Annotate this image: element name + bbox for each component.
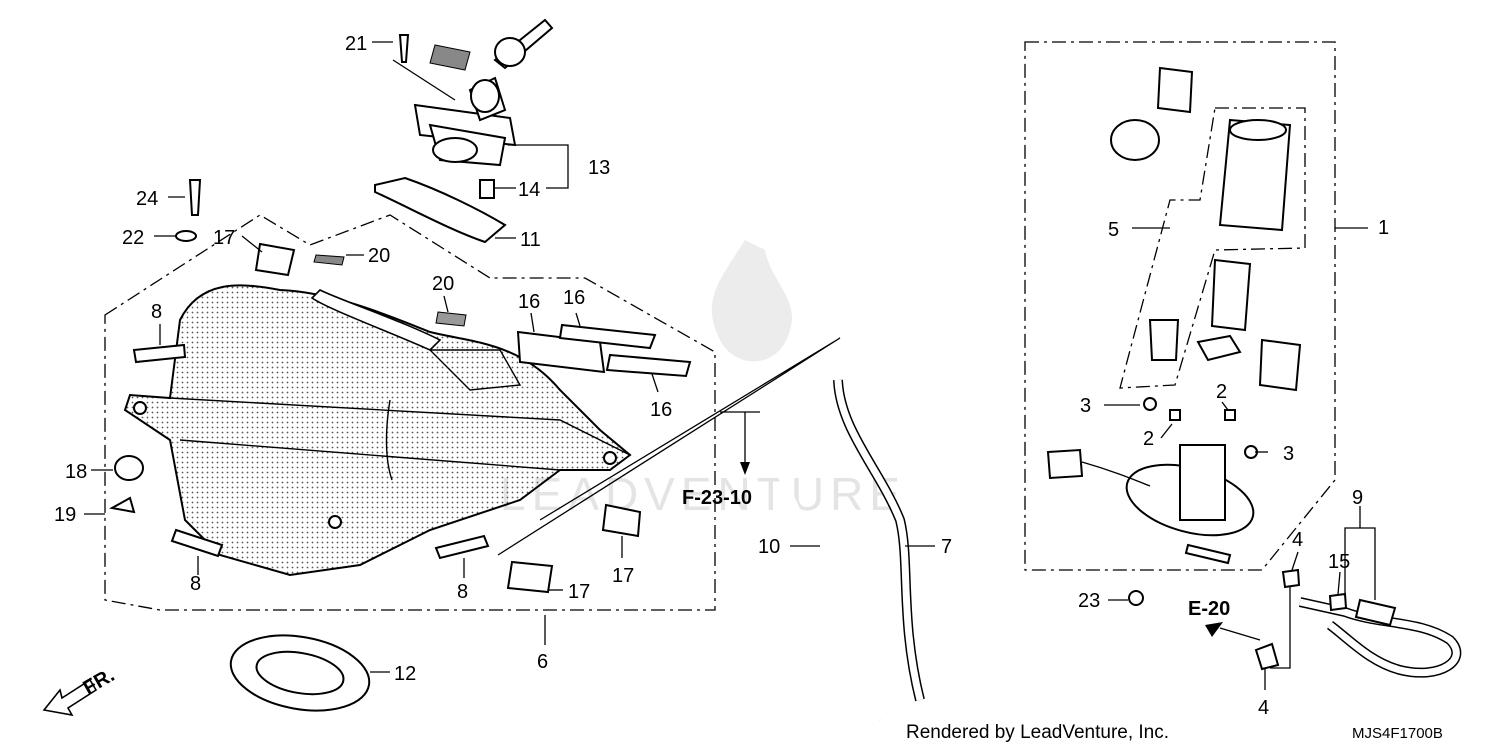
callout-7: 7 [941, 536, 952, 558]
pad-17-top [254, 242, 296, 277]
ref-f-23-10: F-23-10 [682, 487, 752, 509]
leader-lines [84, 41, 1376, 690]
hoses [764, 379, 925, 722]
callout-8-upper: 8 [151, 301, 162, 323]
callout-8-lower-right: 8 [457, 581, 468, 603]
callout-22: 22 [122, 227, 144, 249]
callout-4-lower: 4 [1258, 697, 1269, 719]
callout-17-right: 17 [612, 565, 634, 587]
feed-hose-assembly [1298, 592, 1462, 678]
clip-2-right [1224, 409, 1236, 421]
pump-subgroup-boundary [1119, 107, 1306, 389]
callout-20-top: 20 [368, 245, 390, 267]
clip-2-left [1169, 409, 1181, 421]
callout-11: 11 [520, 229, 541, 251]
callout-13: 13 [588, 157, 610, 179]
callout-4-upper: 4 [1292, 529, 1303, 551]
credit-text: Rendered by LeadVenture, Inc. [906, 722, 1169, 743]
rubber-8-upper [132, 343, 187, 364]
callout-8-lower-left: 8 [190, 573, 201, 595]
callout-18: 18 [65, 461, 87, 483]
tank-gasket-12 [229, 634, 371, 712]
callout-17-top: 17 [213, 227, 235, 249]
fuel-cap-assembly [413, 18, 554, 167]
callout-5: 5 [1108, 219, 1119, 241]
callout-16-top: 16 [563, 287, 585, 309]
callout-16-left: 16 [518, 291, 540, 313]
pump-group-boundary [1024, 41, 1336, 571]
callout-19: 19 [54, 504, 76, 526]
hose-routing-lines [497, 337, 841, 556]
callout-17-bottom: 17 [568, 581, 590, 603]
callout-2-right: 2 [1216, 381, 1227, 403]
callout-2-left: 2 [1143, 428, 1154, 450]
rubber-8-lower-right [434, 534, 490, 560]
cap-gasket [374, 176, 507, 244]
callout-9: 9 [1352, 487, 1363, 509]
fuel-pump-unit [1046, 66, 1302, 565]
bolt-21 [398, 34, 410, 63]
rubber-8-lower-left [170, 528, 224, 558]
callout-6: 6 [537, 651, 548, 673]
watermark-flame-icon [711, 240, 793, 362]
bolt-24 [188, 179, 202, 216]
clip-4-upper [1281, 568, 1301, 589]
nut-23 [1128, 590, 1144, 606]
pad-20-top [313, 254, 345, 266]
f2310-arrow-icon [740, 462, 750, 475]
callout-21: 21 [345, 33, 367, 55]
callout-3-left: 3 [1080, 395, 1091, 417]
pad-16-right [605, 353, 692, 378]
tank-group-boundary [104, 214, 716, 611]
callouts: 21 13 14 11 24 22 17 20 20 16 16 16 8 18… [54, 33, 1389, 719]
pad-17-bottom [506, 560, 554, 594]
callout-20-mid: 20 [432, 273, 454, 295]
callout-10: 10 [758, 536, 780, 558]
clip-4-lower [1254, 642, 1280, 671]
e20-arrow-icon [1205, 622, 1223, 637]
washer-22 [175, 230, 197, 242]
diagram-code: MJS4F1700B [1352, 725, 1443, 742]
collar-14 [479, 179, 495, 199]
pad-16-top [558, 323, 657, 350]
ref-e-20: E-20 [1188, 598, 1230, 620]
collar-19 [109, 496, 136, 514]
callout-23: 23 [1078, 590, 1100, 612]
callout-24: 24 [136, 188, 158, 210]
screw-3-left [1143, 397, 1157, 411]
e20-leader [1219, 627, 1261, 641]
cushion-18 [114, 455, 144, 481]
callout-12: 12 [394, 663, 416, 685]
pad-20-mid [435, 311, 467, 327]
callout-14: 14 [518, 179, 540, 201]
callout-15: 15 [1328, 551, 1350, 573]
front-arrow-icon [42, 678, 98, 717]
callout-1: 1 [1378, 217, 1389, 239]
pad-17-right [601, 503, 642, 538]
callout-16-right: 16 [650, 399, 672, 421]
callout-3-right: 3 [1283, 443, 1294, 465]
fuel-tank [123, 284, 632, 577]
